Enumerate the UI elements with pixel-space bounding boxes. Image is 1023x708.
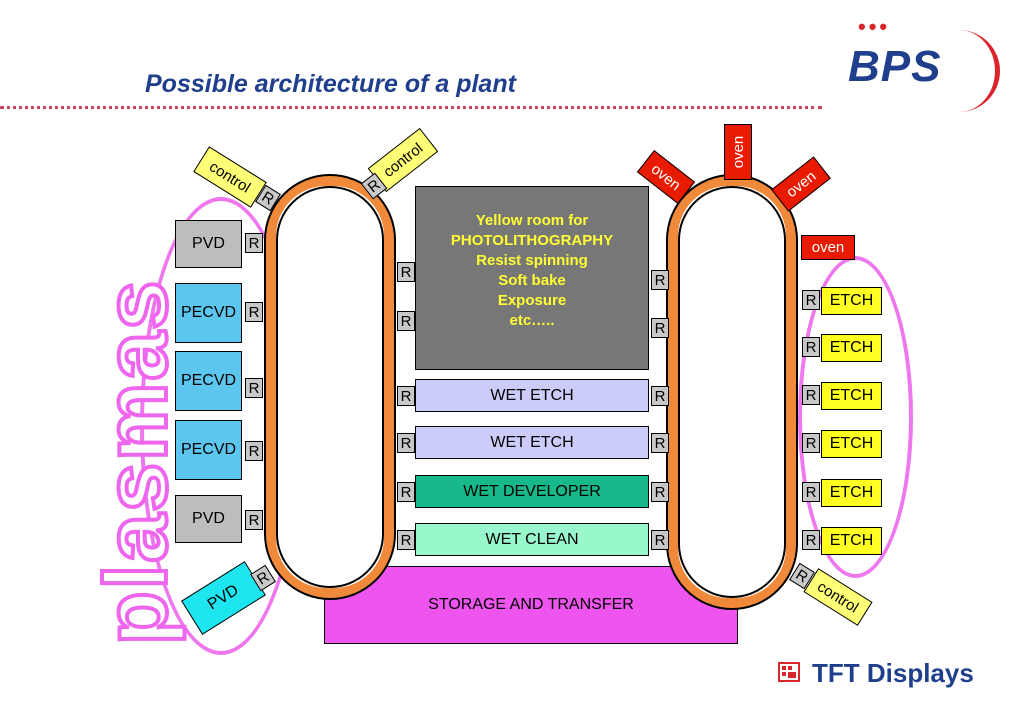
oven-label: oven (647, 160, 685, 194)
robot-r: R (397, 386, 415, 406)
yellow-room-line5: Exposure (497, 292, 567, 309)
bps-logo: BPS (848, 42, 942, 91)
robot-r: R (397, 262, 415, 282)
robot-r: R (397, 433, 415, 453)
wet-etch-2: WET ETCH (415, 426, 649, 459)
pecvd-tool: PECVD (175, 420, 242, 480)
robot-r: R (802, 433, 820, 453)
pvd-tool: PVD (175, 220, 242, 268)
etch-label: ETCH (829, 435, 874, 452)
robot-r: R (802, 337, 820, 357)
etch-tool: ETCH (821, 430, 882, 458)
pvd-tool: PVD (175, 495, 242, 543)
robot-r: R (397, 311, 415, 331)
control-label: control (814, 577, 862, 617)
etch-label: ETCH (829, 387, 874, 404)
robot-r: R (802, 290, 820, 310)
wet-clean: WET CLEAN (415, 523, 649, 556)
oven-unit: oven (724, 124, 752, 180)
yellow-room-line3: Resist spinning (476, 252, 588, 269)
etch-label: ETCH (829, 484, 874, 501)
oven-label: oven (782, 167, 820, 201)
etch-ellipse (798, 256, 913, 578)
tft-displays-brand: TFT Displays (812, 658, 974, 688)
robot-r: R (651, 530, 669, 550)
robot-r: R (802, 530, 820, 550)
wet-developer-label: WET DEVELOPER (463, 482, 601, 500)
logo-dots: ••• (858, 14, 891, 39)
robot-r: R (651, 386, 669, 406)
wet-etch-2-label: WET ETCH (490, 433, 574, 451)
yellow-room-line6: etc….. (509, 312, 555, 329)
oven-label: oven (729, 135, 747, 169)
page-title: Possible architecture of a plant (145, 70, 516, 98)
robot-r: R (651, 270, 669, 290)
yellow-room: Yellow room for PHOTOLITHOGRAPHY Resist … (415, 186, 649, 370)
etch-tool: ETCH (821, 527, 882, 555)
tft-displays-icon (778, 662, 800, 682)
control-label: control (380, 139, 426, 181)
robot-r: R (245, 441, 263, 461)
yellow-room-line4: Soft bake (498, 272, 566, 289)
etch-label: ETCH (829, 532, 874, 549)
storage-transfer: STORAGE AND TRANSFER (324, 566, 738, 644)
etch-label: ETCH (829, 339, 874, 356)
robot-r: R (245, 378, 263, 398)
pecvd-label: PECVD (180, 304, 237, 321)
etch-label: ETCH (829, 292, 874, 309)
title-divider (0, 106, 822, 109)
robot-r: R (245, 233, 263, 253)
robot-r: R (397, 530, 415, 550)
pecvd-label: PECVD (180, 441, 237, 458)
robot-r: R (245, 302, 263, 322)
wet-etch-1-label: WET ETCH (490, 386, 574, 404)
oven-label: oven (811, 239, 845, 256)
logo-arc-icon (940, 30, 1000, 112)
robot-r: R (651, 482, 669, 502)
oven-unit: oven (801, 235, 855, 260)
robot-r: R (802, 482, 820, 502)
yellow-room-line2: PHOTOLITHOGRAPHY (450, 232, 614, 249)
wet-etch-1: WET ETCH (415, 379, 649, 412)
plasmas-label: plasmas (84, 277, 187, 647)
pecvd-tool: PECVD (175, 351, 242, 411)
robot-r: R (651, 318, 669, 338)
robot-r: R (397, 482, 415, 502)
pvd-label: PVD (204, 581, 242, 614)
yellow-room-line1: Yellow room for (475, 212, 589, 229)
storage-label: STORAGE AND TRANSFER (428, 596, 634, 613)
robot-r: R (245, 510, 263, 530)
etch-tool: ETCH (821, 382, 882, 410)
pvd-label: PVD (192, 510, 225, 527)
etch-tool: ETCH (821, 287, 882, 315)
wet-clean-label: WET CLEAN (485, 530, 579, 548)
pvd-label: PVD (192, 235, 225, 252)
pecvd-label: PECVD (180, 372, 237, 389)
pecvd-tool: PECVD (175, 283, 242, 343)
etch-tool: ETCH (821, 334, 882, 362)
robot-r: R (802, 385, 820, 405)
right-track-outer (666, 174, 798, 610)
robot-r: R (651, 433, 669, 453)
etch-tool: ETCH (821, 479, 882, 507)
wet-developer: WET DEVELOPER (415, 475, 649, 508)
control-label: control (206, 157, 254, 197)
left-track-outer (264, 174, 396, 600)
